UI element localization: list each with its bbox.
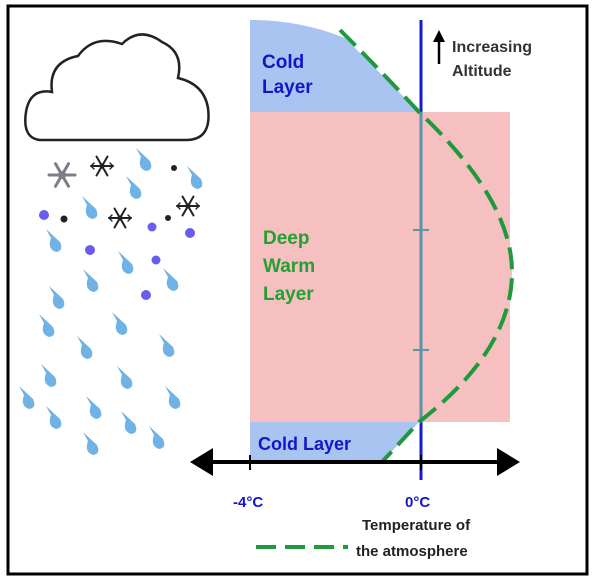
legend-label-line2: the atmosphere xyxy=(356,543,468,560)
cloud-icon xyxy=(24,33,210,142)
warm-layer-bulge xyxy=(419,112,512,422)
cold-layer-top-region xyxy=(250,20,419,112)
axis-left-arrow-icon xyxy=(190,448,213,476)
cold-layer-top-label-line1: Cold xyxy=(262,52,304,73)
precipitation-pellets xyxy=(39,165,195,300)
cold-layer-bottom-label: Cold Layer xyxy=(258,434,351,454)
axis-right-arrow-icon xyxy=(497,448,520,476)
altitude-label-line2: Altitude xyxy=(452,63,512,80)
altitude-label-line1: Increasing xyxy=(452,39,532,56)
temperature-curve xyxy=(338,28,515,464)
arrow-up-icon xyxy=(433,30,445,42)
tick-label-minus4: -4°C xyxy=(233,494,263,511)
cold-layer-bottom-region xyxy=(250,422,419,462)
tick-label-zero: 0°C xyxy=(405,494,430,511)
zero-line-ticks xyxy=(413,229,429,351)
warm-layer-label-line1: Deep xyxy=(263,228,309,249)
cold-layer-top-label-line2: Layer xyxy=(262,77,313,98)
warm-layer-label-line3: Layer xyxy=(263,284,314,305)
warm-layer-label-line2: Warm xyxy=(263,256,315,277)
legend-label-line1: Temperature of xyxy=(362,517,471,534)
